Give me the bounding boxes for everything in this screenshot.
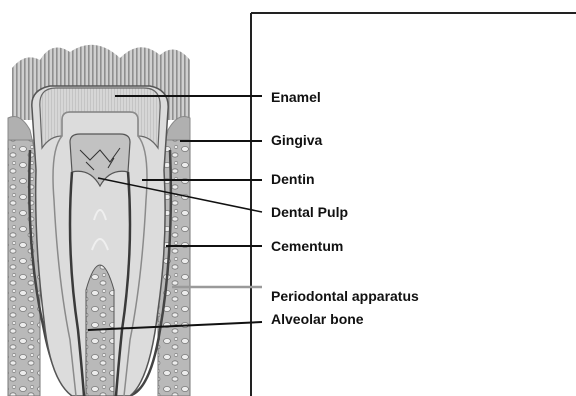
label-gingiva: Gingiva [271, 132, 323, 148]
label-dental-pulp: Dental Pulp [271, 204, 348, 220]
label-enamel: Enamel [271, 89, 321, 105]
label-cementum: Cementum [271, 238, 343, 254]
tooth-illustration [8, 45, 190, 396]
label-alveolar-bone: Alveolar bone [271, 311, 364, 327]
label-periodontal-apparatus: Periodontal apparatus [271, 288, 419, 304]
label-dentin: Dentin [271, 171, 315, 187]
